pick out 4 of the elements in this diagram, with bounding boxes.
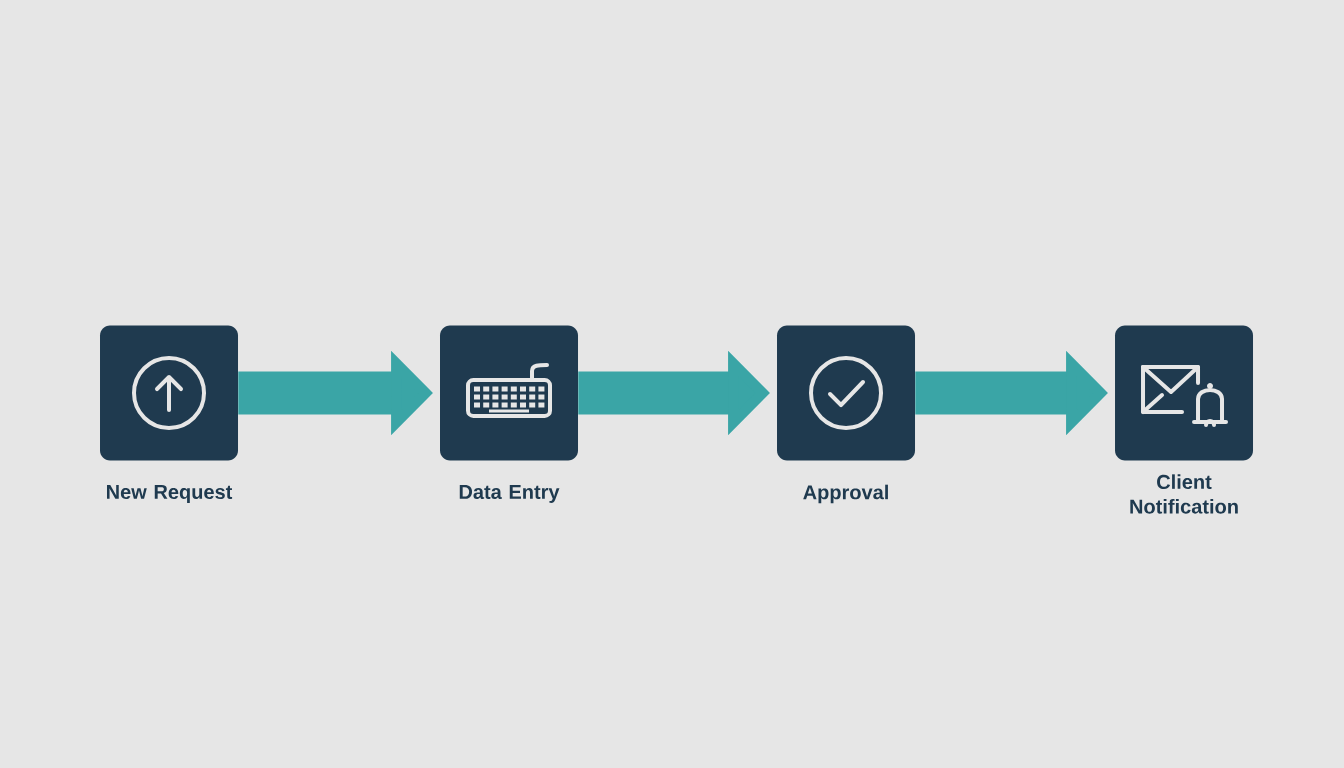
step-label: Client Notification: [1130, 474, 1238, 514]
step-label: Approval: [803, 484, 888, 504]
step-label: New Request: [107, 485, 233, 503]
step-label: Data Entry: [459, 485, 560, 503]
